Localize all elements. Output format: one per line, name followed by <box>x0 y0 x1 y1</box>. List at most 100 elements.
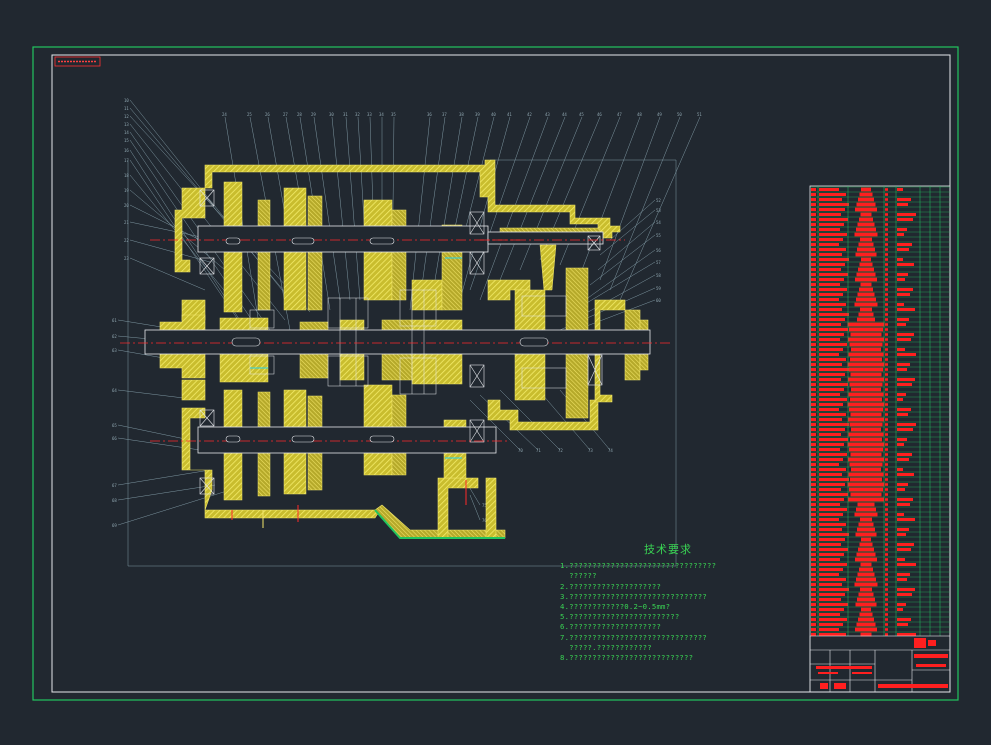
parts-row-index <box>811 283 816 286</box>
parts-row-qty <box>885 308 888 311</box>
parts-row-code <box>819 463 839 466</box>
svg-text:39: 39 <box>475 112 480 117</box>
parts-row-name <box>856 552 876 557</box>
tech-req-line-6: 6.???????????????????? <box>560 622 662 632</box>
svg-text:75: 75 <box>482 503 487 508</box>
parts-row-index <box>811 243 816 246</box>
parts-row-index <box>811 518 816 521</box>
parts-row-index <box>811 608 816 611</box>
parts-row-qty <box>885 423 888 426</box>
parts-row-name <box>857 292 875 297</box>
parts-row-code <box>819 558 840 561</box>
parts-row-name <box>847 482 885 487</box>
parts-row-index <box>811 478 816 481</box>
parts-row-index <box>811 378 816 381</box>
parts-row-code <box>819 543 841 546</box>
parts-row-code <box>819 218 848 221</box>
parts-row-material <box>897 573 910 576</box>
parts-row-qty <box>885 388 888 391</box>
parts-row-code <box>819 263 845 266</box>
parts-row-index <box>811 218 816 221</box>
parts-row-index <box>811 418 816 421</box>
parts-row-index <box>811 408 816 411</box>
parts-row-index <box>811 548 816 551</box>
parts-row-index <box>811 598 816 601</box>
svg-text:22: 22 <box>124 238 129 243</box>
parts-row-code <box>819 508 847 511</box>
parts-row-name <box>856 577 876 582</box>
parts-row-code <box>819 358 846 361</box>
parts-row-material <box>897 533 906 536</box>
parts-row-qty <box>885 363 888 366</box>
parts-row-index <box>811 603 816 606</box>
parts-row-name <box>859 287 873 292</box>
parts-row-index <box>811 348 816 351</box>
parts-row-material <box>897 308 915 311</box>
parts-row-index <box>811 583 816 586</box>
parts-row-qty <box>885 448 888 451</box>
parts-row-material <box>897 518 915 521</box>
parts-row-index <box>811 463 816 466</box>
parts-row-index <box>811 433 816 436</box>
parts-row-qty <box>885 443 888 446</box>
parts-row-code <box>819 308 842 311</box>
svg-text:40: 40 <box>491 112 496 117</box>
parts-row-code <box>819 378 841 381</box>
parts-row-name <box>855 557 877 562</box>
svg-text:56: 56 <box>656 248 661 253</box>
svg-text:13: 13 <box>124 122 129 127</box>
svg-text:28: 28 <box>297 112 302 117</box>
parts-row-qty <box>885 458 888 461</box>
svg-text:62: 62 <box>112 334 117 339</box>
parts-row-qty <box>885 503 888 506</box>
parts-row-index <box>811 248 816 251</box>
svg-text:12: 12 <box>124 114 129 119</box>
parts-row-qty <box>885 488 888 491</box>
parts-row-material <box>897 293 910 296</box>
outer-border <box>32 46 959 701</box>
svg-text:73: 73 <box>588 448 593 453</box>
parts-row-material <box>897 398 903 401</box>
parts-row-material <box>897 323 906 326</box>
red-marks <box>231 480 467 528</box>
parts-row-qty <box>885 338 888 341</box>
parts-row-code <box>819 438 848 441</box>
parts-row-material <box>897 503 910 506</box>
parts-row-qty <box>885 598 888 601</box>
parts-row-index <box>811 308 816 311</box>
parts-row-code <box>819 488 841 491</box>
svg-text:63: 63 <box>112 348 117 353</box>
parts-row-qty <box>885 508 888 511</box>
parts-row-qty <box>885 518 888 521</box>
parts-row-code <box>819 593 845 596</box>
svg-text:19: 19 <box>124 188 129 193</box>
parts-row-qty <box>885 243 888 246</box>
parts-row-name <box>850 357 882 362</box>
parts-row-code <box>819 483 845 486</box>
parts-row-qty <box>885 313 888 316</box>
parts-row-name <box>850 397 882 402</box>
parts-row-index <box>811 398 816 401</box>
parts-row-name <box>850 372 882 377</box>
parts-row-qty <box>885 193 888 196</box>
parts-row-name <box>851 347 881 352</box>
parts-row-name <box>849 342 883 347</box>
parts-row-code <box>819 338 840 341</box>
bearings <box>199 189 603 495</box>
parts-row-index <box>811 278 816 281</box>
parts-row-name <box>860 282 872 287</box>
parts-row-code <box>819 518 839 521</box>
tech-req-line-3: 3.?????????????????????????????? <box>560 591 707 601</box>
parts-row-qty <box>885 358 888 361</box>
parts-row-material <box>897 413 908 416</box>
parts-row-name <box>856 297 876 302</box>
parts-row-code <box>819 578 846 581</box>
parts-row-index <box>811 268 816 271</box>
dimension-lines <box>127 159 677 567</box>
tech-req-line-8: 8.??????????????????????????? <box>560 653 694 663</box>
tech-req-line-5: 5.???????????????????????? <box>560 612 680 622</box>
parts-row-index <box>811 473 816 476</box>
parts-row-qty <box>885 378 888 381</box>
parts-row-name <box>858 522 874 527</box>
